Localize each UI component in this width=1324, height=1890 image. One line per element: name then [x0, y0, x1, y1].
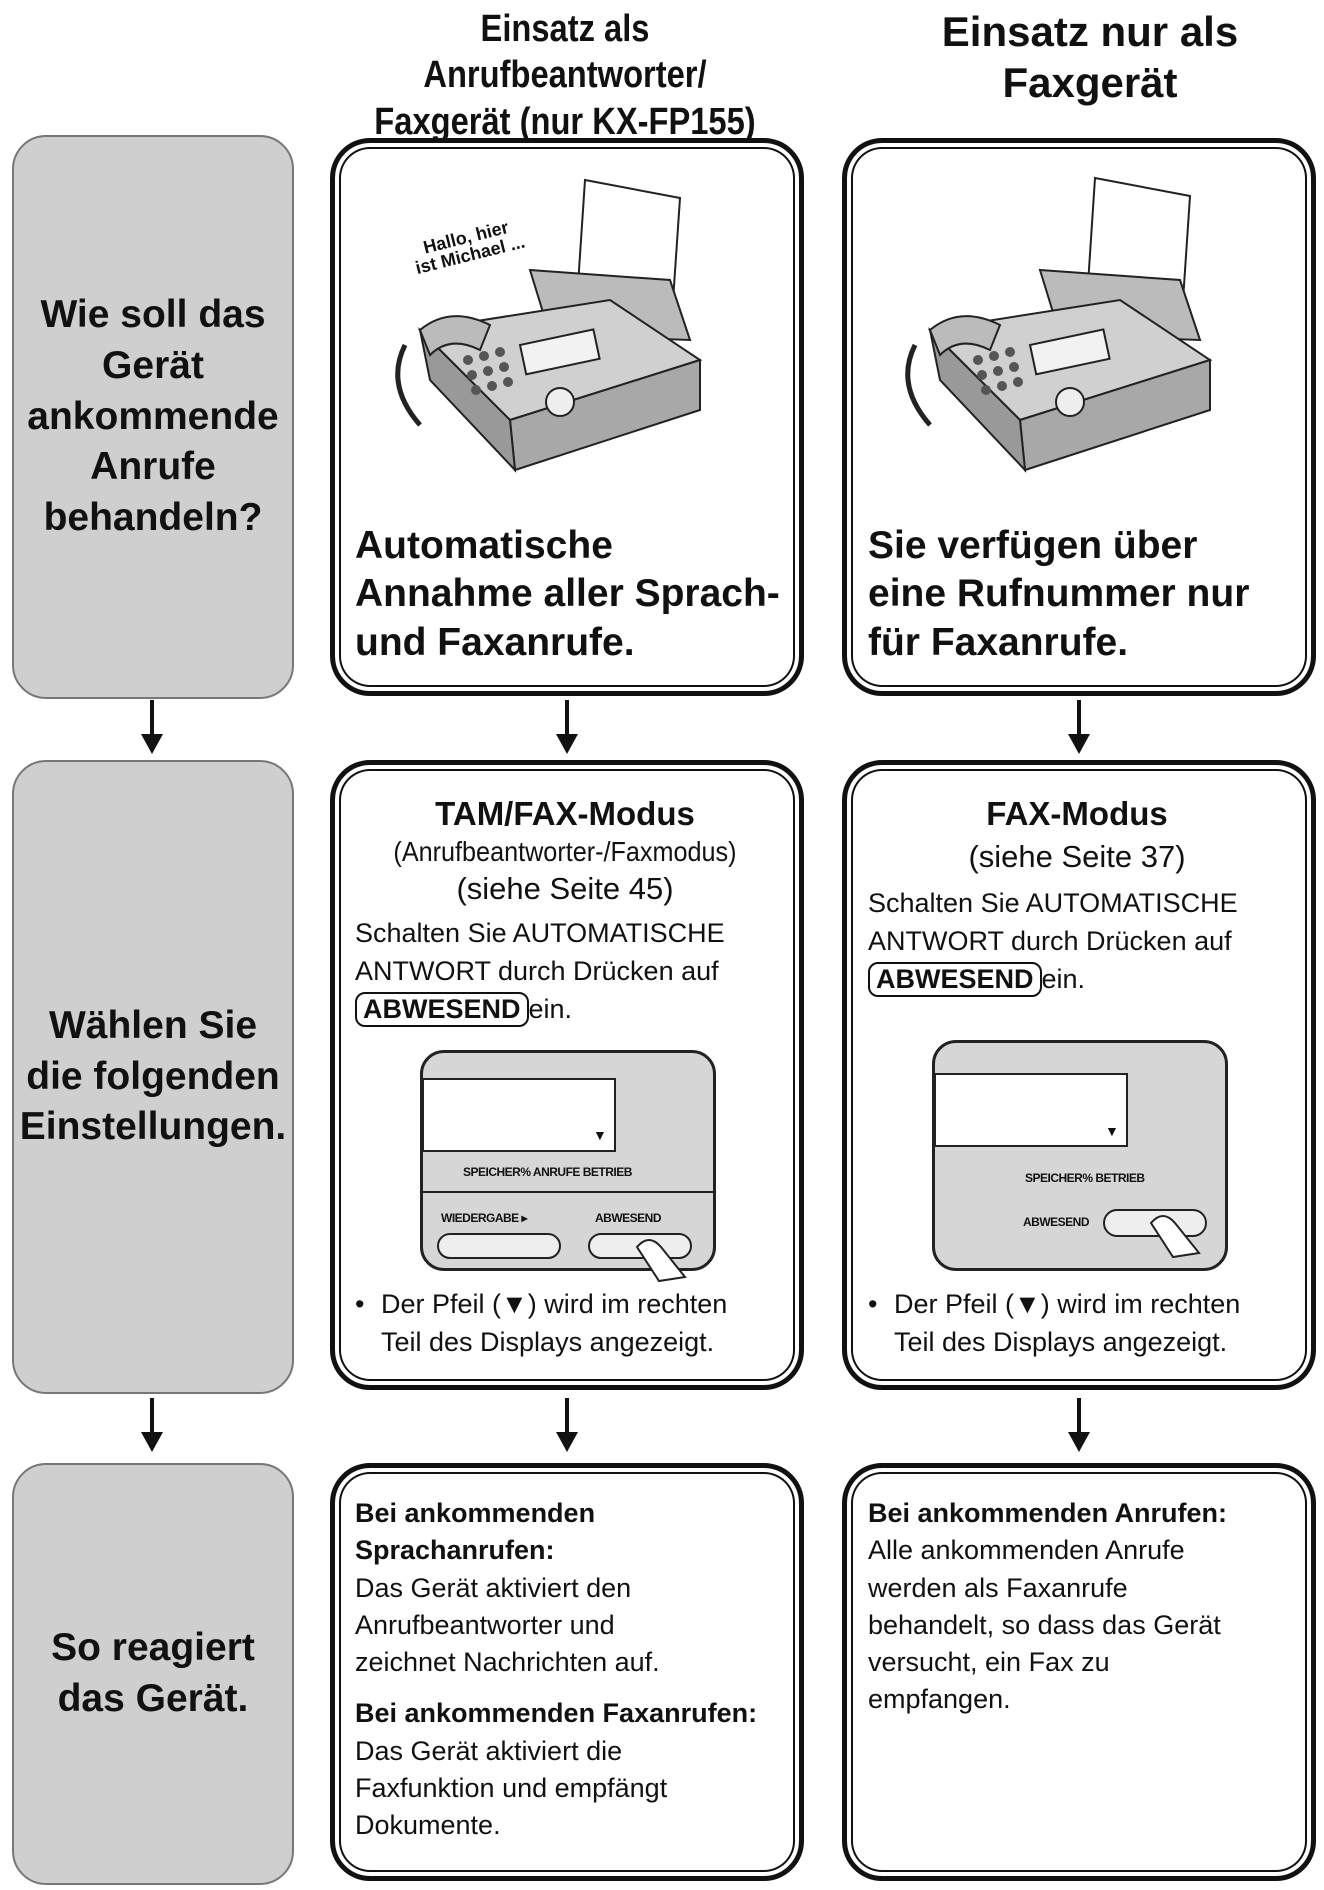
row-label-response: So reagiert das Gerät.	[12, 1463, 294, 1885]
instruction-line: Schalten Sie AUTOMATISCHE	[355, 918, 725, 948]
answer-line: eine Rufnummer nur	[868, 572, 1250, 616]
row-label-line: Wählen Sie	[48, 1003, 258, 1047]
response-line: Anrufbeantworter und	[355, 1609, 615, 1640]
response-heading: Sprachanrufen:	[355, 1535, 555, 1566]
header-line: Faxgerät (nur KX-FP155)	[374, 100, 756, 143]
answer-line: Annahme aller Sprach-	[355, 572, 780, 616]
response-box-tam-fax	[330, 1463, 804, 1881]
response-line: zeichnet Nachrichten auf.	[355, 1647, 660, 1677]
column-header-fax-only: Einsatz nur als Faxgerät	[870, 6, 1310, 108]
answer-text-tam-fax: Automatische Annahme aller Sprach- und F…	[355, 522, 795, 667]
panel-label-abwesend: ABWESEND	[1023, 1215, 1090, 1229]
answer-line: Sie verfügen über	[868, 524, 1198, 567]
bullet-mark: •	[868, 1289, 878, 1319]
display-arrow-icon: ▼	[1105, 1123, 1119, 1139]
row-label-line: Wie soll das	[40, 293, 266, 337]
row-label-question: Wie soll das Gerät ankommende Anrufe beh…	[12, 135, 294, 699]
bullet-mark: •	[355, 1289, 365, 1319]
abwesend-key: ABWESEND	[868, 961, 1042, 997]
abwesend-key: ABWESEND	[355, 991, 529, 1027]
response-line: versucht, ein Fax zu	[868, 1647, 1110, 1677]
note-line: Teil des Displays angezeigt.	[894, 1327, 1228, 1358]
header-line: Einsatz nur als	[941, 8, 1239, 55]
panel-label-wiedergabe: WIEDERGABE ▸	[441, 1211, 528, 1225]
instruction-suffix: ein.	[1041, 963, 1086, 994]
note-line: Der Pfeil (▼) wird im rechten	[894, 1289, 1241, 1319]
response-line: Das Gerät aktiviert die	[355, 1735, 623, 1766]
control-panel-illustration: ▼ SPEICHER% BETRIEB ABWESEND	[932, 1040, 1228, 1271]
row-label-line: das Gerät.	[57, 1677, 249, 1720]
mode-page-reference: (siehe Seite 37)	[968, 839, 1186, 874]
response-line: behandelt, so dass das Gerät	[868, 1609, 1221, 1640]
response-heading: Bei ankommenden Anrufen:	[868, 1498, 1228, 1528]
response-text-tam-fax: Bei ankommenden Sprachanrufen: Das Gerät…	[355, 1495, 795, 1844]
column-header-tam-fax: Einsatz als Anrufbeantworter/ Faxgerät (…	[354, 6, 775, 145]
row-label-line: die folgenden	[26, 1054, 280, 1098]
instruction-text: Schalten Sie AUTOMATISCHE ANTWORT durch …	[868, 885, 1308, 998]
row-label-line: So reagiert	[51, 1626, 255, 1670]
instruction-suffix: ein.	[528, 993, 573, 1024]
instruction-line: ANTWORT durch Drücken auf	[355, 955, 719, 986]
header-line: Einsatz als Anrufbeantworter/	[423, 8, 707, 97]
row-label-line: Anrufe	[90, 445, 216, 489]
instruction-text: Schalten Sie AUTOMATISCHE ANTWORT durch …	[355, 915, 795, 1028]
row-label-line: Gerät	[102, 343, 204, 387]
mode-subtitle: (Anrufbeantworter-/Faxmodus)	[393, 836, 737, 867]
panel-label-abwesend: ABWESEND	[595, 1211, 662, 1225]
response-line: Alle ankommenden Anrufe	[868, 1535, 1185, 1566]
fax-machine-answering-illustration	[395, 178, 703, 473]
note-line: Teil des Displays angezeigt.	[381, 1327, 715, 1358]
row-label-settings: Wählen Sie die folgenden Einstellungen.	[12, 760, 294, 1394]
response-line: Faxfunktion und empfängt	[355, 1772, 668, 1803]
row-label-line: behandeln?	[43, 496, 263, 540]
response-heading: Bei ankommenden	[355, 1498, 596, 1528]
response-line: werden als Faxanrufe	[868, 1572, 1128, 1603]
row-label-line: ankommende	[27, 394, 279, 438]
panel-labels: SPEICHER% ANRUFE BETRIEB	[463, 1165, 632, 1179]
response-box-fax-only	[842, 1463, 1316, 1881]
wiedergabe-button	[437, 1233, 561, 1259]
display	[934, 1073, 1128, 1147]
panel-labels: SPEICHER% BETRIEB	[1025, 1171, 1145, 1185]
instruction-line: ANTWORT durch Drücken auf	[868, 925, 1232, 956]
response-heading: Bei ankommenden Faxanrufen:	[355, 1698, 758, 1729]
response-line: Das Gerät aktiviert den	[355, 1572, 632, 1603]
display-arrow-icon: ▼	[593, 1127, 607, 1143]
answer-line: und Faxanrufe.	[355, 620, 635, 664]
response-text-fax-only: Bei ankommenden Anrufen: Alle ankommende…	[868, 1495, 1308, 1719]
instruction-line: Schalten Sie AUTOMATISCHE	[868, 888, 1238, 918]
row-label-line: Einstellungen.	[19, 1105, 287, 1149]
finger-icon	[1149, 1215, 1201, 1259]
finger-icon	[635, 1239, 687, 1283]
answer-line: für Faxanrufe.	[868, 620, 1129, 664]
display	[422, 1078, 616, 1152]
fax-machine-illustration	[905, 176, 1213, 473]
mode-page-reference: (siehe Seite 45)	[456, 871, 674, 906]
control-panel-illustration: ▼ SPEICHER% ANRUFE BETRIEB WIEDERGABE ▸ …	[420, 1050, 716, 1283]
answer-line: Automatische	[355, 524, 613, 567]
mode-title: FAX-Modus	[986, 795, 1168, 832]
response-line: Dokumente.	[355, 1810, 501, 1840]
answer-text-fax-only: Sie verfügen über eine Rufnummer nur für…	[868, 522, 1308, 667]
display-note: • Der Pfeil (▼) wird im rechten Teil des…	[868, 1285, 1324, 1362]
note-line: Der Pfeil (▼) wird im rechten	[381, 1289, 728, 1319]
mode-title: TAM/FAX-Modus	[435, 795, 695, 832]
header-line: Faxgerät	[1002, 59, 1178, 107]
response-line: empfangen.	[868, 1684, 1011, 1715]
abwesend-button	[588, 1233, 692, 1259]
display-note: • Der Pfeil (▼) wird im rechten Teil des…	[355, 1285, 821, 1362]
